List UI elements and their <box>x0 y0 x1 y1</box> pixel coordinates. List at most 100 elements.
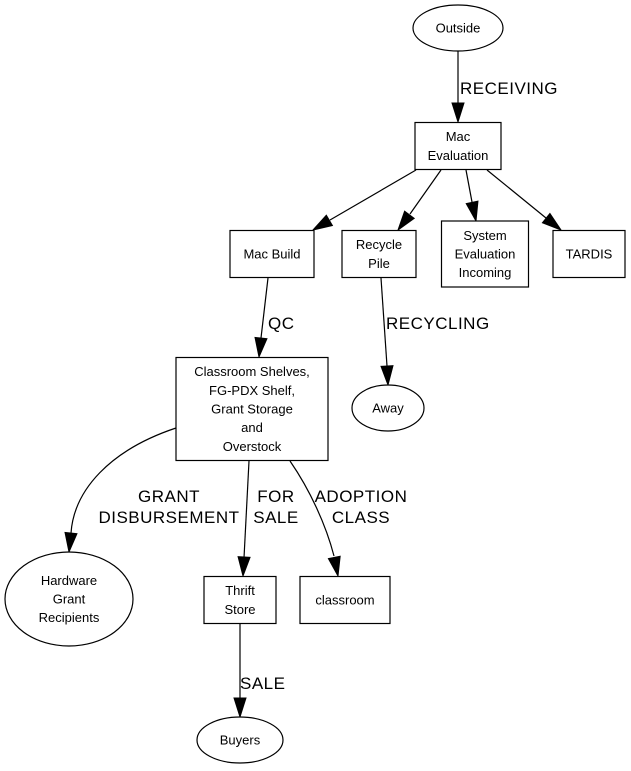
edge-outside-to-mac-evaluation <box>451 51 465 124</box>
node-label-line: Outside <box>436 21 481 36</box>
node-label-line: Mac <box>446 129 471 144</box>
arrowhead-icon <box>64 531 78 554</box>
edge-label-line: SALE <box>253 508 298 527</box>
edges-layer <box>64 51 563 719</box>
arrowhead-icon <box>311 214 334 231</box>
node-label-line: Evaluation <box>428 148 489 163</box>
arrowhead-icon <box>237 556 251 578</box>
node-ellipse <box>196 716 284 764</box>
edge-mac-evaluation-to-system-evaluation-incoming <box>465 169 479 223</box>
edge-line <box>409 169 442 215</box>
arrowhead-icon <box>541 212 563 232</box>
node-classroom: classroom <box>299 575 391 625</box>
edge-label: SALE <box>240 674 285 693</box>
node-label-line: Recipients <box>39 610 100 625</box>
node-label-line: Grant Storage <box>211 402 293 417</box>
node-classroom-shelves: Classroom Shelves,FG-PDX Shelf,Grant Sto… <box>175 356 329 462</box>
edge-thrift-store-to-buyers <box>233 624 247 719</box>
node-tardis: TARDIS <box>552 229 626 279</box>
edge-label-line: DISBURSEMENT <box>98 508 239 527</box>
edge-mac-build-to-classroom-shelves <box>254 277 269 359</box>
node-label-line: System <box>463 228 506 243</box>
node-label-line: classroom <box>315 593 374 608</box>
node-ellipse <box>412 4 504 52</box>
node-label: Classroom Shelves,FG-PDX Shelf,Grant Sto… <box>194 364 310 454</box>
arrowhead-icon <box>465 200 479 223</box>
node-label-line: Pile <box>368 256 390 271</box>
edge-line <box>243 460 250 559</box>
node-box <box>414 121 502 171</box>
edge-label-line: RECYCLING <box>386 314 490 333</box>
edge-label: QC <box>268 314 295 333</box>
node-label-line: Recycle <box>356 237 402 252</box>
node-label-line: Buyers <box>220 733 261 748</box>
edge-label-line: CLASS <box>332 508 390 527</box>
node-label-line: Overstock <box>223 439 282 454</box>
edge-label-line: RECEIVING <box>460 79 558 98</box>
node-label-line: Incoming <box>459 265 512 280</box>
edge-label: RECYCLING <box>386 314 490 333</box>
edge-classroom-shelves-to-hardware-grant-recipients <box>64 427 177 554</box>
node-label: Away <box>372 401 404 416</box>
node-label-line: TARDIS <box>566 247 613 262</box>
node-label: classroom <box>315 593 374 608</box>
node-ellipse <box>4 551 134 647</box>
node-label-line: Mac Build <box>243 247 300 262</box>
edge-labels-layer: RECEIVING QC RECYCLING GRANT DISBURSEMENT FOR… <box>98 79 558 693</box>
node-label: Outside <box>436 21 481 36</box>
node-label-line: Classroom Shelves, <box>194 364 310 379</box>
edge-line <box>289 460 335 557</box>
edge-line <box>260 277 269 339</box>
arrowhead-icon <box>254 336 268 359</box>
node-box <box>341 229 417 279</box>
node-box <box>203 575 277 625</box>
edge-line <box>70 427 177 534</box>
node-outside: Outside <box>412 4 504 52</box>
arrowhead-icon <box>397 210 416 232</box>
edge-label: RECEIVING <box>460 79 558 98</box>
edge-classroom-shelves-to-classroom <box>289 460 341 578</box>
edge-label-line: GRANT <box>138 487 200 506</box>
arrowhead-icon <box>380 365 394 387</box>
node-mac-build: Mac Build <box>229 229 315 279</box>
node-label-line: Grant <box>53 592 86 607</box>
arrowhead-icon <box>327 555 341 578</box>
node-label-line: Hardware <box>41 573 97 588</box>
node-buyers: Buyers <box>196 716 284 764</box>
edge-classroom-shelves-to-thrift-store <box>237 460 251 578</box>
node-label: Buyers <box>220 733 261 748</box>
node-box <box>299 575 391 625</box>
node-box <box>440 220 530 288</box>
edge-line <box>380 277 388 367</box>
arrowhead-icon <box>451 102 465 124</box>
arrowhead-icon <box>233 697 247 719</box>
node-label: Mac Build <box>243 247 300 262</box>
node-ellipse <box>351 384 425 432</box>
edge-mac-evaluation-to-recycle-pile <box>397 169 442 232</box>
edge-mac-evaluation-to-mac-build <box>311 169 417 231</box>
node-away: Away <box>351 384 425 432</box>
edge-mac-evaluation-to-tardis <box>486 169 563 232</box>
edge-label-line: SALE <box>240 674 285 693</box>
edge-label: FOR SALE <box>253 487 298 527</box>
edge-line <box>329 169 417 221</box>
edge-label-line: QC <box>268 314 295 333</box>
node-label-line: Thrift <box>225 583 255 598</box>
node-box <box>175 356 329 462</box>
node-label-line: and <box>241 420 263 435</box>
node-box <box>229 229 315 279</box>
node-label-line: Away <box>372 401 404 416</box>
edge-recycle-pile-to-away <box>380 277 394 387</box>
edge-label-line: FOR <box>257 487 294 506</box>
node-label: TARDIS <box>566 247 613 262</box>
